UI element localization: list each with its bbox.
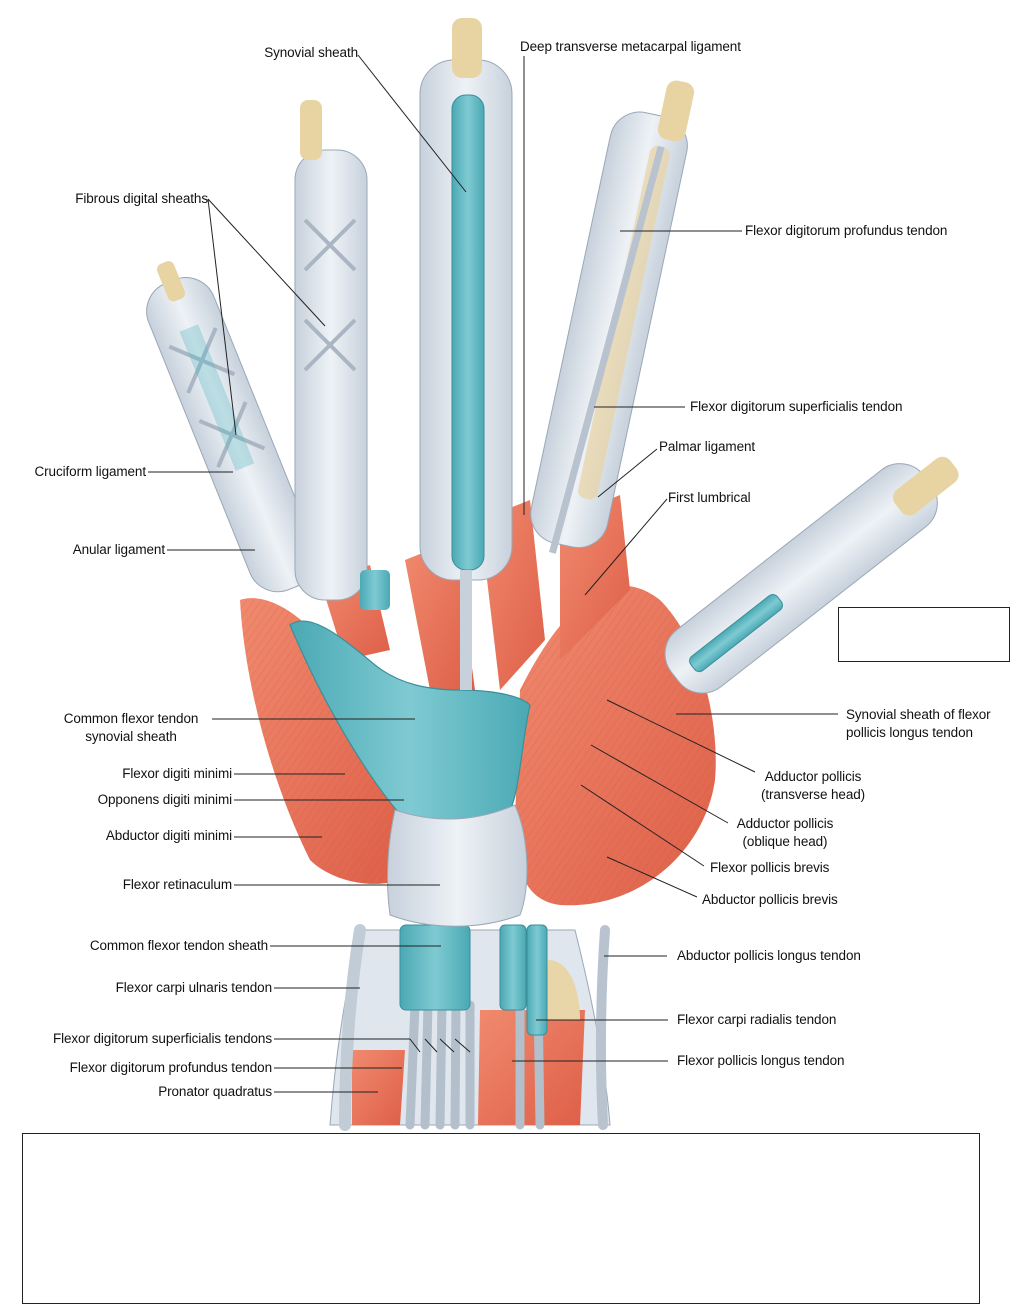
label-fdp-tendon-bottom: Flexor digitorum profundus tendon bbox=[69, 1060, 272, 1075]
label-fds-tendon-top: Flexor digitorum superficialis tendon bbox=[690, 399, 903, 414]
label-opponens-digiti-minimi: Opponens digiti minimi bbox=[97, 792, 232, 807]
fingers bbox=[146, 18, 959, 694]
answer-box-small[interactable] bbox=[838, 607, 1010, 662]
answer-box-large[interactable] bbox=[22, 1133, 980, 1304]
leader-lines bbox=[148, 54, 838, 1093]
label-adductor-pollicis-oblique: Adductor pollicis (oblique head) bbox=[736, 816, 834, 849]
label-fds-tendons-bottom: Flexor digitorum superficialis tendons bbox=[52, 1031, 272, 1046]
label-fdp-tendon-top: Flexor digitorum profundus tendon bbox=[745, 223, 948, 238]
label-adductor-pollicis-transverse: Adductor pollicis (transverse head) bbox=[760, 769, 866, 802]
flexor-retinaculum-shape bbox=[387, 804, 528, 927]
label-abductor-digiti-minimi: Abductor digiti minimi bbox=[105, 828, 232, 843]
label-synovial-sheath: Synovial sheath bbox=[264, 45, 358, 60]
palm-muscles bbox=[240, 495, 716, 906]
label-synovial-sheath-fpl: Synovial sheath of flexor pollicis longu… bbox=[846, 707, 991, 740]
label-flexor-digiti-minimi: Flexor digiti minimi bbox=[122, 766, 232, 781]
label-cruciform-ligament: Cruciform ligament bbox=[34, 464, 147, 479]
label-flexor-carpi-radialis-tendon: Flexor carpi radialis tendon bbox=[677, 1012, 837, 1027]
label-anular-ligament: Anular ligament bbox=[72, 542, 165, 557]
label-flexor-pollicis-brevis: Flexor pollicis brevis bbox=[710, 860, 830, 875]
label-common-flexor-tendon-synovial-sheath: Common flexor tendon synovial sheath bbox=[63, 711, 199, 744]
label-flexor-retinaculum: Flexor retinaculum bbox=[122, 877, 232, 892]
label-flexor-pollicis-longus-tendon: Flexor pollicis longus tendon bbox=[677, 1053, 845, 1068]
label-deep-transverse-metacarpal-ligament: Deep transverse metacarpal ligament bbox=[520, 39, 741, 54]
label-pronator-quadratus: Pronator quadratus bbox=[158, 1084, 272, 1099]
label-palmar-ligament: Palmar ligament bbox=[659, 439, 756, 454]
forearm bbox=[329, 924, 611, 1131]
label-first-lumbrical: First lumbrical bbox=[668, 490, 751, 505]
label-common-flexor-tendon-sheath: Common flexor tendon sheath bbox=[89, 938, 268, 953]
label-abductor-pollicis-brevis: Abductor pollicis brevis bbox=[702, 892, 838, 907]
label-fibrous-digital-sheaths: Fibrous digital sheaths bbox=[75, 191, 208, 206]
label-flexor-carpi-ulnaris-tendon: Flexor carpi ulnaris tendon bbox=[115, 980, 272, 995]
label-abductor-pollicis-longus-tendon: Abductor pollicis longus tendon bbox=[677, 948, 861, 963]
common-flexor-synovial-sheath-shape bbox=[289, 620, 531, 839]
